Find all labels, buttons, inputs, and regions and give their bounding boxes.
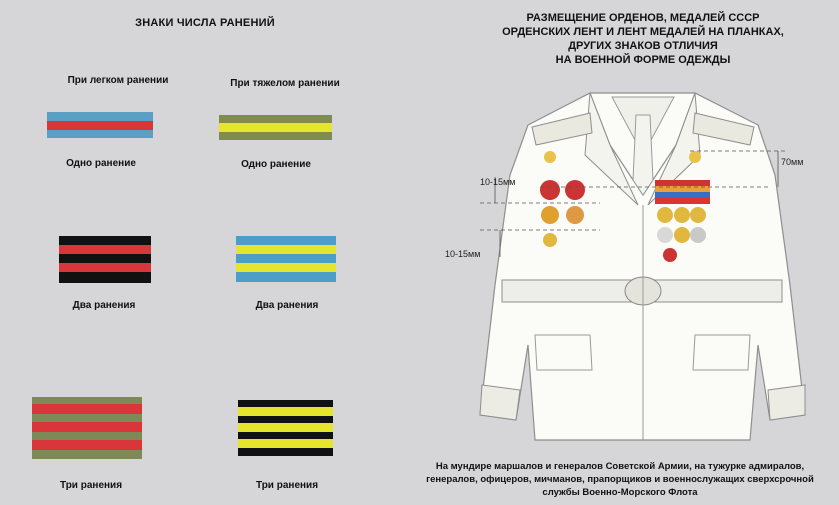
right-pocket: [692, 334, 751, 371]
heavy-two-wounds-stripe: [236, 236, 336, 282]
heavy-wound-column-header: При тяжелом ранении: [230, 78, 340, 89]
right-epaulette: [692, 112, 755, 146]
dim-10-15mm-top-label: 10-15мм: [480, 177, 516, 187]
yellow-band: [219, 123, 332, 132]
note-line: генералов, офицеров, мичманов, прапорщик…: [426, 474, 814, 485]
light-two-wounds-caption: Два ранения: [72, 300, 136, 311]
title-line: НА ВОЕННОЙ ФОРМЕ ОДЕЖДЫ: [555, 54, 731, 66]
left-pocket: [534, 334, 593, 371]
left-epaulette: [531, 112, 593, 146]
awards-placement-title: РАЗМЕЩЕНИЕ ОРДЕНОВ, МЕДАЛЕЙ СССР ОРДЕНСК…: [468, 11, 818, 67]
red-band: [59, 245, 151, 254]
wound-stripes-title: ЗНАКИ ЧИСЛА РАНЕНИЙ: [135, 17, 275, 29]
light-three-wounds-caption: Три ранения: [59, 480, 123, 491]
heavy-one-wound-stripe: [219, 115, 332, 140]
left-cuff: [479, 384, 521, 421]
heavy-two-wounds-caption: Два ранения: [255, 300, 319, 311]
red-band: [32, 422, 142, 432]
heavy-three-wounds-caption: Три ранения: [255, 480, 319, 491]
note-line: На мундире маршалов и генералов Советско…: [435, 461, 805, 472]
heavy-one-wound-caption: Одно ранение: [241, 159, 311, 170]
note-line: службы Военно-Морского Флота: [542, 487, 698, 498]
yellow-band: [238, 439, 333, 448]
light-two-wounds-stripe: [59, 236, 151, 283]
dim-10-15mm-bottom-label: 10-15мм: [445, 249, 481, 259]
ribbon-bars: [655, 180, 710, 204]
right-cuff: [767, 384, 806, 421]
tie: [632, 114, 654, 196]
title-line: ДРУГИХ ЗНАКОВ ОТЛИЧИЯ: [568, 40, 718, 52]
light-one-wound-caption: Одно ранение: [66, 158, 136, 169]
light-wound-column-header: При легком ранении: [67, 75, 169, 86]
dim-70mm-label: 70мм: [781, 157, 804, 167]
medals: [540, 151, 706, 262]
title-line: РАЗМЕЩЕНИЕ ОРДЕНОВ, МЕДАЛЕЙ СССР: [526, 12, 760, 24]
heavy-three-wounds-stripe: [238, 400, 333, 456]
yellow-band: [236, 263, 336, 272]
light-three-wounds-stripe: [32, 397, 142, 459]
red-band: [32, 404, 142, 414]
uniform-note: На мундире маршалов и генералов Советско…: [405, 460, 835, 499]
yellow-band: [236, 245, 336, 254]
red-band: [47, 121, 153, 130]
red-band: [59, 263, 151, 272]
yellow-band: [238, 407, 333, 416]
title-line: ОРДЕНСКИХ ЛЕНТ И ЛЕНТ МЕДАЛЕЙ НА ПЛАНКАХ…: [502, 26, 784, 38]
uniform-illustration: [479, 92, 806, 441]
red-band: [32, 440, 142, 450]
yellow-band: [238, 423, 333, 432]
light-one-wound-stripe: [47, 112, 153, 138]
